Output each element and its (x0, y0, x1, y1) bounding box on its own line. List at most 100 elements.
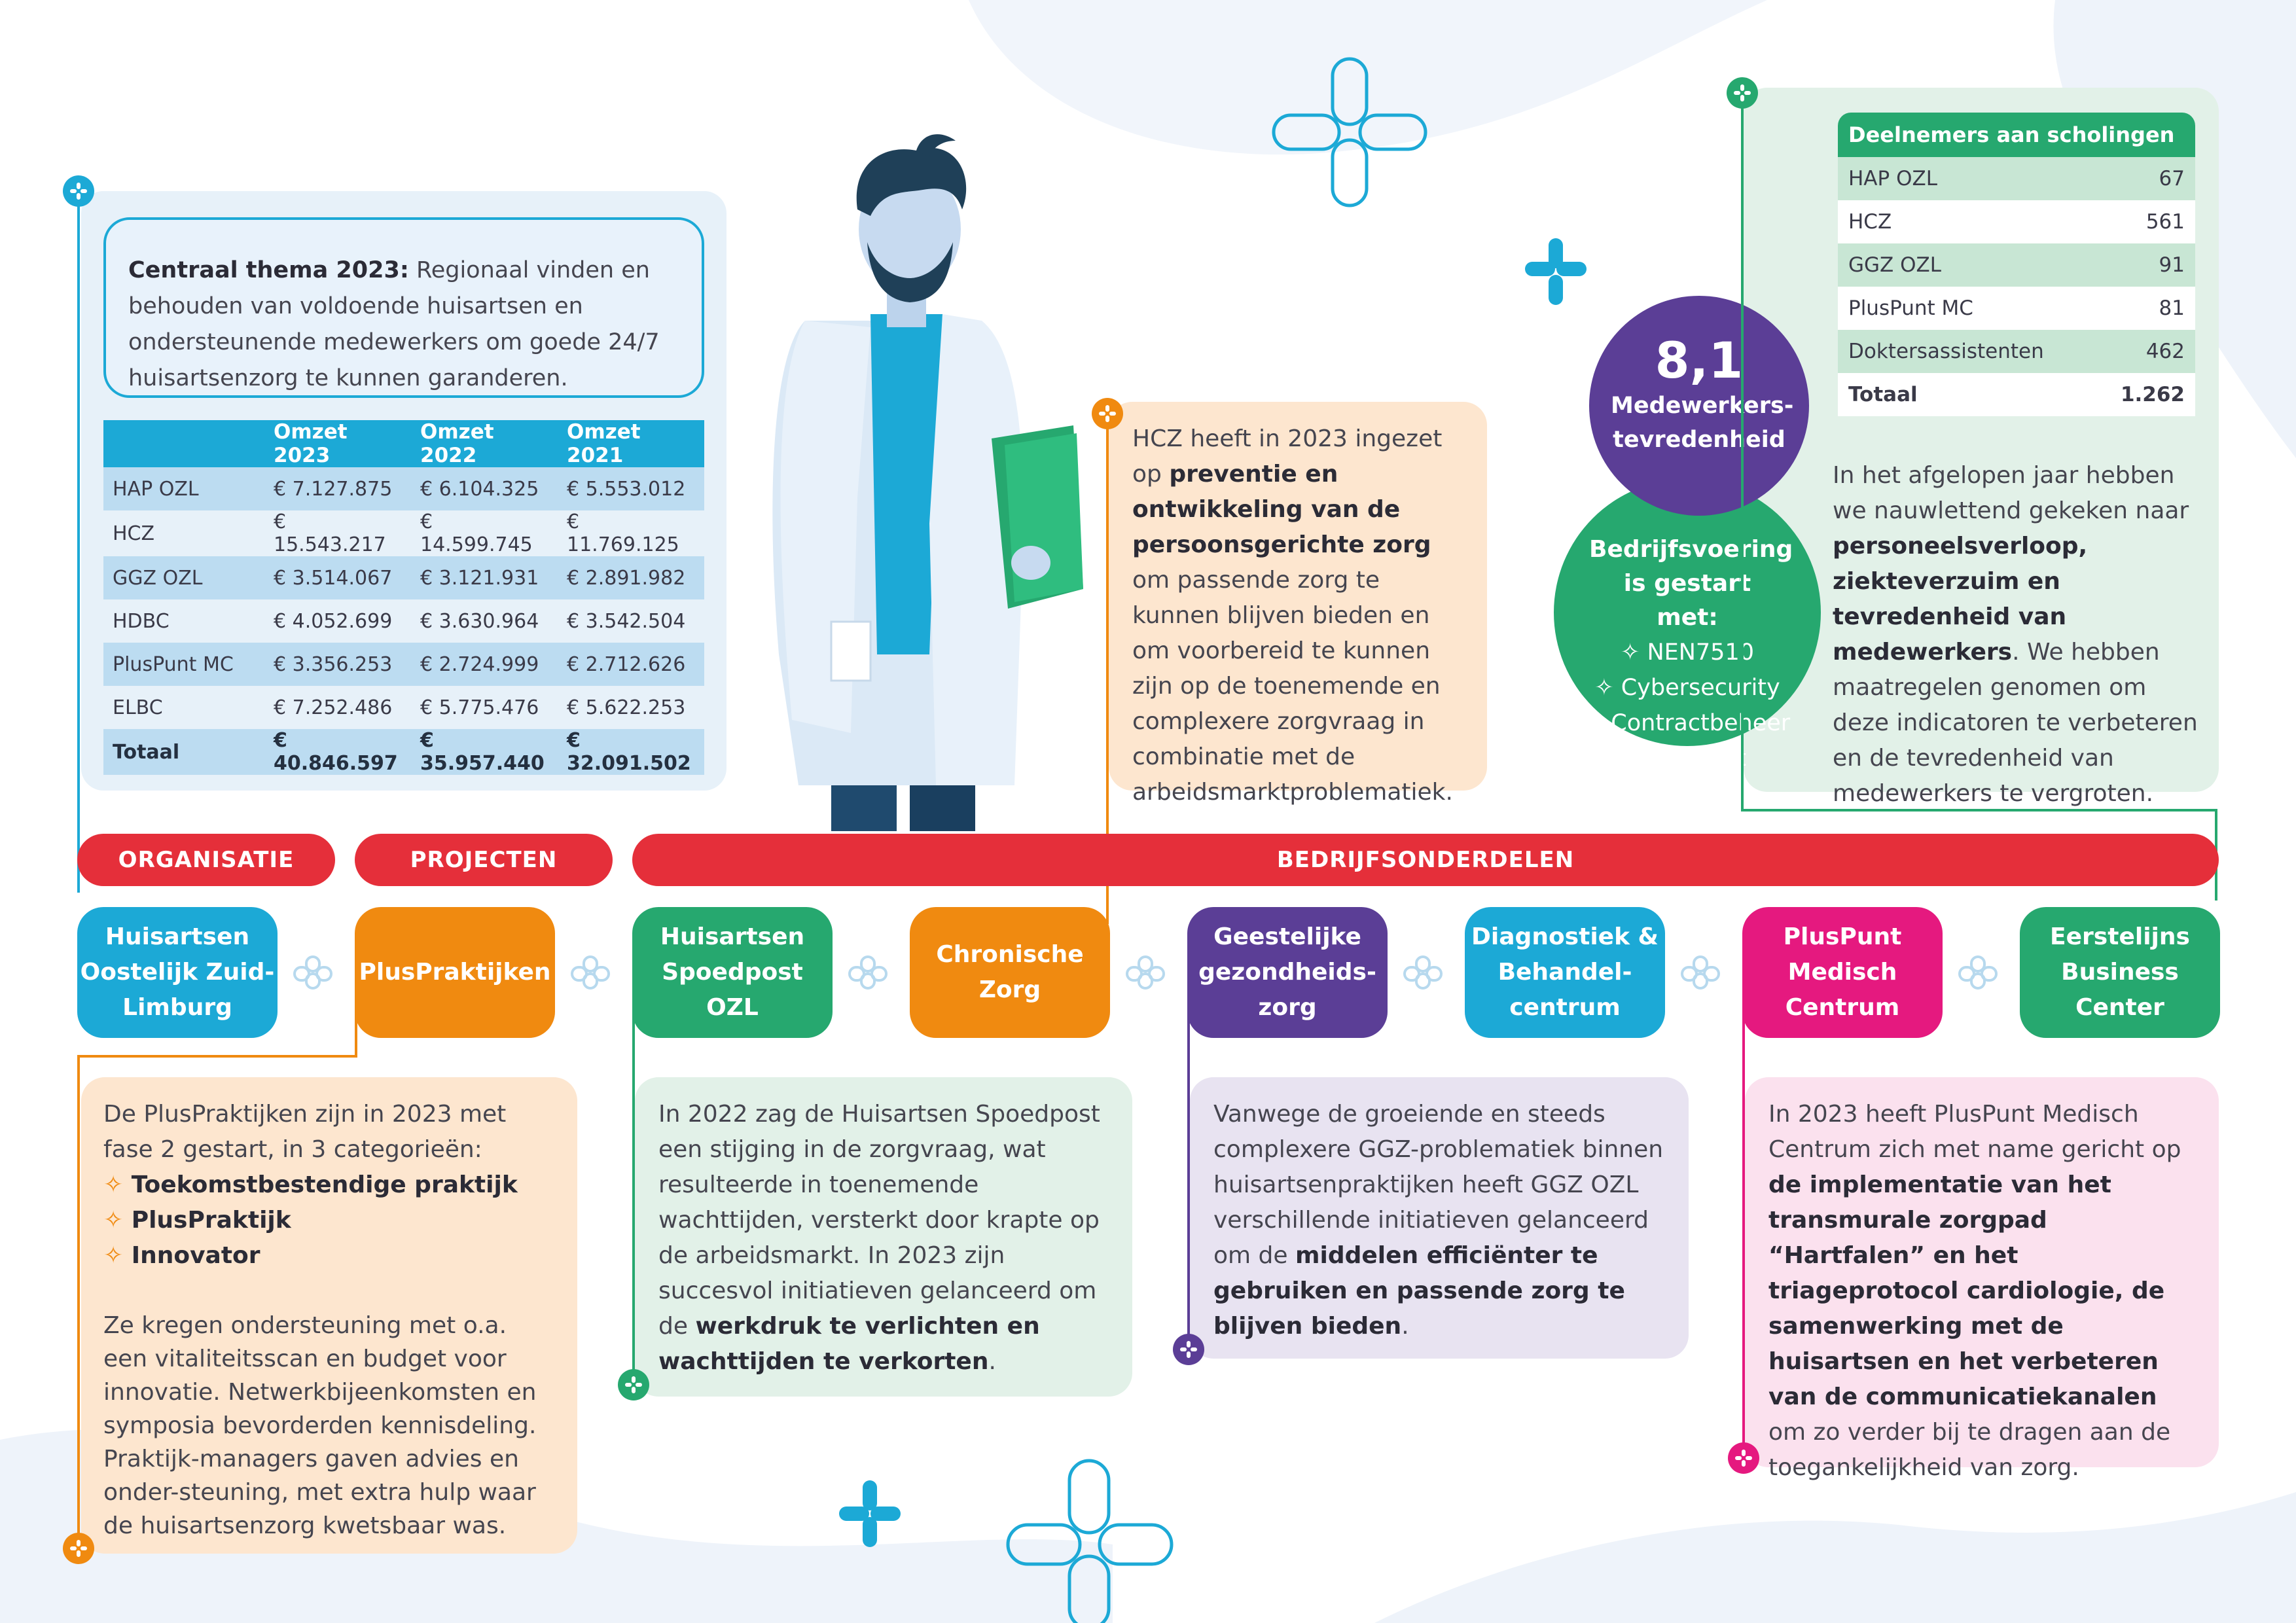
pluspraktijken-note-box: De PlusPraktijken zijn in 2023 met fase … (81, 1077, 577, 1554)
connector-line (77, 191, 80, 893)
table-cell: 81 (2109, 287, 2195, 330)
bedrijfsvoering-item-label: Contractbeheer (1611, 710, 1791, 736)
bedrijfsvoering-title: Bedrijfsvoering is gestart met: (1589, 536, 1793, 631)
table-cell: Totaal (103, 729, 264, 775)
doctor-illustration (772, 134, 1083, 831)
table-cell: € 6.104.325 (411, 467, 558, 510)
omzet-table: Omzet 2023 Omzet 2022 Omzet 2021 HAP OZL… (103, 420, 704, 775)
table-cell: 462 (2109, 330, 2195, 373)
spoedpost-bold: werkdruk te verlichten en wachttijden te… (658, 1313, 1040, 1375)
pluspunt-text: In 2023 heeft PlusPunt Medisch Centrum z… (1768, 1101, 2181, 1163)
ggz-note-box: Vanwege de groeiende en steeds complexer… (1190, 1077, 1689, 1359)
connector-line (1741, 94, 1744, 812)
bar-organisatie: ORGANISATIE (77, 834, 335, 886)
score-value: 8,1 (1655, 331, 1744, 389)
table-row: HAP OZL€ 7.127.875€ 6.104.325€ 5.553.012 (103, 467, 704, 510)
pluspraktijken-intro: De PlusPraktijken zijn in 2023 met fase … (103, 1101, 507, 1163)
table-cell: € 7.252.486 (274, 696, 393, 719)
omzet-header (103, 420, 264, 467)
table-cell: € 2.724.999 (411, 643, 558, 686)
personeel-bold: personeelsverloop, ziekteverzuim en tevr… (1833, 533, 2088, 666)
plus-dot-icon (1173, 1334, 1204, 1365)
table-cell: € 15.543.217 (274, 510, 386, 556)
sparkle-icon: ✧ (103, 1242, 132, 1269)
connector-line (1741, 809, 2216, 812)
sparkle-icon: ✧ (1584, 710, 1611, 736)
bedrijfsvoering-item: ✧ Contractbeheer (1554, 705, 1821, 741)
unit-spoedpost[interactable]: Huisartsen Spoedpost OZL (632, 907, 833, 1038)
table-row: GGZ OZL€ 3.514.067€ 3.121.931€ 2.891.982 (103, 556, 704, 599)
table-row: PlusPunt MC€ 3.356.253€ 2.724.999€ 2.712… (103, 643, 704, 686)
table-cell: € 5.775.476 (420, 696, 539, 719)
table-cell: PlusPunt MC (1838, 287, 2110, 330)
unit-ggz[interactable]: Geestelijke gezondheids-zorg (1187, 907, 1388, 1038)
unit-diagnostiek[interactable]: Diagnostiek & Behandel-centrum (1465, 907, 1665, 1038)
hcz-note-box: HCZ heeft in 2023 ingezet op preventie e… (1109, 402, 1487, 806)
bedrijfsvoering-item: ✧ NEN7510 (1554, 635, 1821, 670)
sparkle-icon: ✧ (1628, 745, 1655, 772)
table-cell: € 14.599.745 (420, 510, 533, 556)
plus-dot-icon (63, 175, 94, 207)
table-total-row: Totaal€ 40.846.597€ 35.957.440€ 32.091.5… (103, 729, 704, 775)
sparkle-icon: ✧ (1620, 639, 1647, 666)
table-cell: € 3.514.067 (264, 556, 411, 599)
unit-pluspraktijken[interactable]: PlusPraktijken (355, 907, 555, 1038)
table-cell: PlusPunt MC (103, 643, 264, 686)
plus-dot-icon (1727, 77, 1758, 109)
pluspraktijken-item: ✧ Toekomstbestendige praktijk (103, 1168, 555, 1203)
unit-chronische-zorg[interactable]: Chronische Zorg (910, 907, 1110, 1038)
table-cell: HCZ (113, 522, 155, 545)
plus-dot-icon (63, 1533, 94, 1564)
bedrijfsvoering-item-label: NEN7510 (1647, 639, 1754, 666)
unit-huisartsen-ozl[interactable]: Huisartsen Oostelijk Zuid-Limburg (77, 907, 278, 1038)
table-cell: € 3.542.504 (567, 609, 686, 633)
bedrijfsvoering-circle: Bedrijfsvoering is gestart met: ✧ NEN751… (1554, 479, 1821, 772)
table-cell: HCZ (1838, 200, 2110, 243)
personeel-text-part: . We hebben maatregelen genomen om deze … (1833, 639, 2198, 807)
connector-line (1106, 414, 1109, 924)
pluspunt-text: om zo verder bij te dragen aan de toegan… (1768, 1419, 2171, 1481)
connector-line (632, 1008, 635, 1385)
personeel-text-part: In het afgelopen jaar hebben we nauwlett… (1833, 462, 2189, 524)
pluspraktijken-item: ✧ Innovator (103, 1238, 555, 1274)
sparkle-icon: ✧ (103, 1171, 132, 1198)
table-cell: € 7.127.875 (264, 467, 411, 510)
pluspunt-bold: de implementatie van het transmurale zor… (1768, 1171, 2165, 1410)
spoedpost-text: In 2022 zag de Huisartsen Spoedpost een … (658, 1101, 1100, 1340)
table-cell: € 2.891.982 (558, 556, 704, 599)
unit-pluspunt[interactable]: PlusPunt Medisch Centrum (1742, 907, 1943, 1038)
connector-line (355, 1008, 357, 1056)
pluspunt-note-box: In 2023 heeft PlusPunt Medisch Centrum z… (1745, 1077, 2219, 1481)
table-row: HDBC€ 4.052.699€ 3.630.964€ 3.542.504 (103, 599, 704, 643)
table-cell: HAP OZL (103, 467, 264, 510)
ggz-text: Vanwege de groeiende en steeds complexer… (1213, 1101, 1664, 1269)
bar-bedrijfsonderdelen: BEDRIJFSONDERDELEN (632, 834, 2219, 886)
table-cell: € 32.091.502 (558, 729, 704, 775)
omzet-header: Omzet 2022 (411, 420, 558, 467)
table-cell: 1.262 (2109, 373, 2195, 416)
score-label: Medewerkers-tevredenheid (1611, 393, 1794, 453)
table-cell: ELBC (113, 696, 163, 719)
spoedpost-text: . (988, 1348, 996, 1375)
table-cell: 91 (2109, 243, 2195, 287)
connector-line (1187, 1008, 1190, 1348)
pluspraktijken-item-label: Innovator (131, 1242, 260, 1269)
bedrijfsvoering-item-label: Cybersecurity (1621, 675, 1780, 701)
omzet-header: Omzet 2023 (264, 420, 411, 467)
bedrijfsvoering-item: ✧ Cybersecurity (1554, 670, 1821, 705)
table-cell: € 3.121.931 (411, 556, 558, 599)
pluspraktijken-item-label: PlusPraktijk (131, 1207, 291, 1234)
table-cell: 67 (2109, 157, 2195, 200)
pluspraktijken-item: ✧ PlusPraktijk (103, 1203, 555, 1238)
table-cell: GGZ OZL (1838, 243, 2110, 287)
bedrijfsvoering-item-label: Intranet (1655, 745, 1746, 772)
omzet-header: Omzet 2021 (558, 420, 704, 467)
unit-ebc[interactable]: Eerstelijns Business Center (2020, 907, 2220, 1038)
pluspraktijken-outro: Ze kregen ondersteuning met o.a. een vit… (103, 1312, 537, 1539)
